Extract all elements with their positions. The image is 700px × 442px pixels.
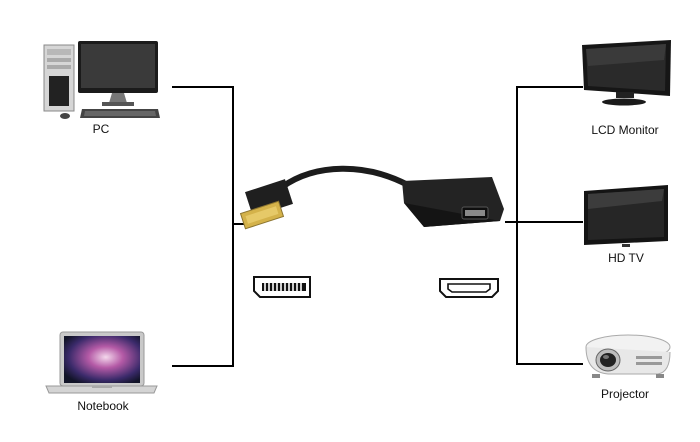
hdmi-symbol-icon	[439, 278, 499, 298]
displayport-symbol-icon	[253, 276, 311, 298]
projector-label: Projector	[600, 387, 650, 401]
notebook-label: Notebook	[77, 399, 129, 413]
left-bracket-line	[172, 86, 234, 367]
lcd-monitor-label: LCD Monitor	[591, 123, 659, 137]
right-bracket-line	[516, 86, 583, 365]
desktop-pc-icon	[43, 41, 160, 119]
tv-icon	[584, 185, 668, 247]
pc-label: PC	[92, 122, 110, 136]
hd-tv-label: HD TV	[608, 251, 644, 265]
displayport-to-hdmi-adapter-icon	[239, 165, 504, 230]
lcd-monitor-icon	[582, 40, 671, 106]
projector-icon	[585, 334, 671, 378]
laptop-icon	[45, 331, 158, 394]
